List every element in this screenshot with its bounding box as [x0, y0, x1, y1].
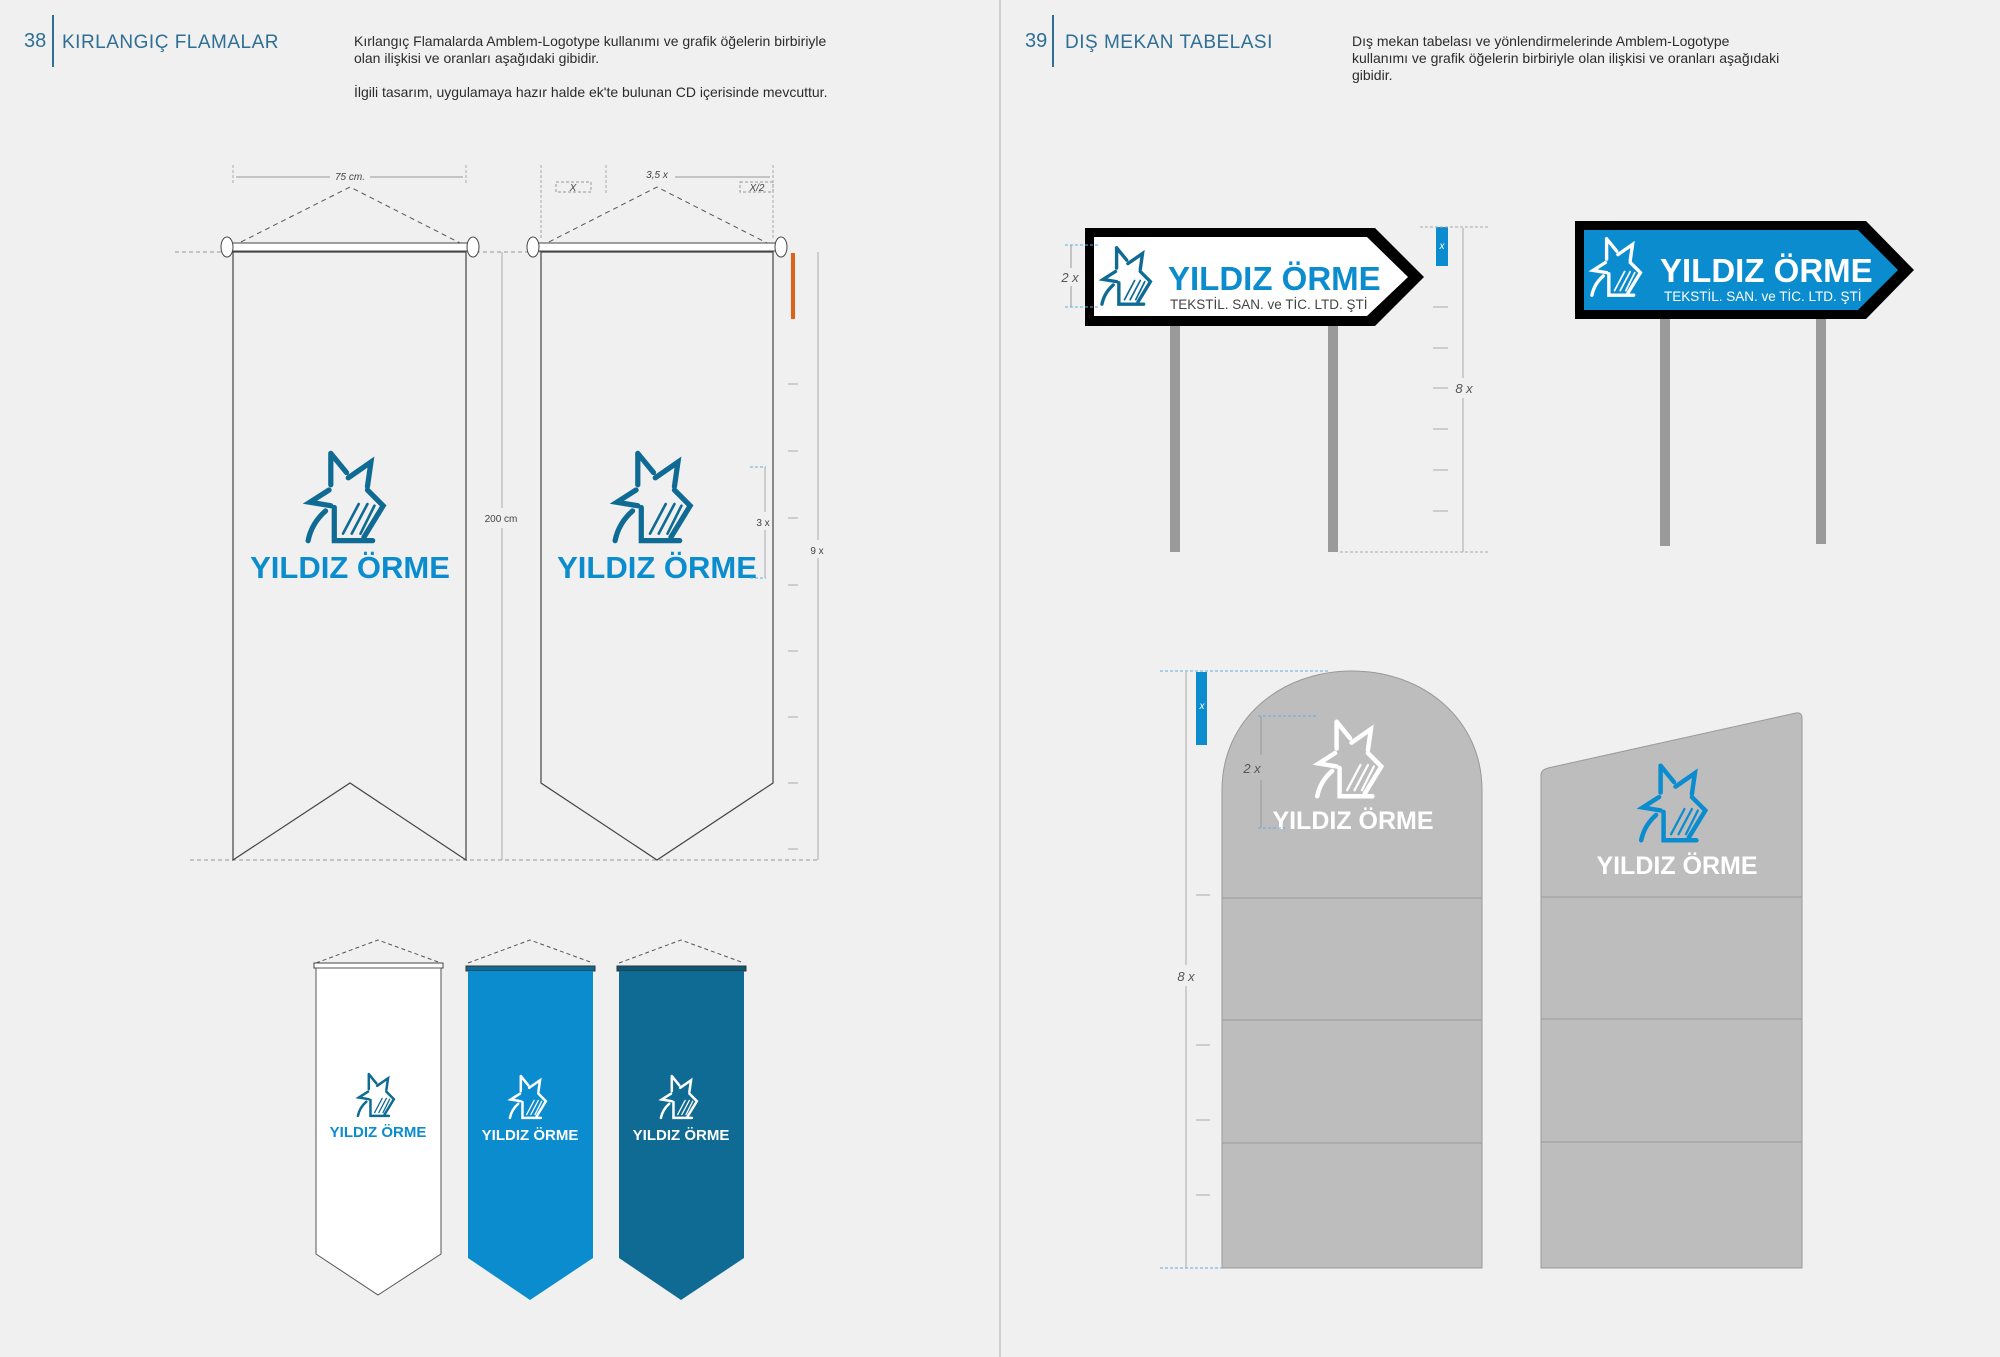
half-box-label: X/2 — [748, 183, 764, 194]
directional-sign-white: YILDIZ ÖRME TEKSTİL. SAN. ve TİC. LTD. Ş… — [1060, 226, 1490, 553]
page-title: DIŞ MEKAN TABELASI — [1065, 32, 1273, 53]
totem-arched: YILDIZ ÖRME 2 x x 8 x — [1160, 670, 1483, 1269]
scale-ticks — [788, 383, 798, 850]
page-number: 38 — [24, 30, 47, 52]
logotype: YILDIZ ÖRME — [330, 1124, 427, 1141]
logotype: YILDIZ ÖRME — [1660, 252, 1873, 289]
header-divider — [52, 15, 54, 67]
header-divider — [1052, 15, 1054, 67]
totem-slanted: YILDIZ ÖRME — [1540, 712, 1803, 1269]
banner-blue: YILDIZ ÖRME — [465, 939, 596, 1300]
swallowtail-banner-dimensioned: YILDIZ ÖRME 75 cm. 200 cm — [175, 165, 820, 862]
page-number: 39 — [1025, 30, 1048, 52]
x-unit-bar — [1436, 227, 1448, 266]
totem-height-dim: 8 x — [1177, 969, 1195, 984]
totem-logo-dim: 2 x — [1242, 761, 1261, 776]
page-title: KIRLANGIÇ FLAMALAR — [62, 32, 279, 53]
x-box-label: X — [569, 183, 577, 194]
x-unit-bar — [1196, 672, 1207, 745]
company-subtitle: TEKSTİL. SAN. ve TİC. LTD. ŞTİ — [1664, 289, 1862, 304]
sign-x-label: x — [1439, 241, 1446, 252]
logotype: YILDIZ ÖRME — [250, 550, 450, 585]
x-unit-bar — [791, 253, 795, 319]
logo-height-label: 3 x — [756, 518, 769, 529]
total-height-label: 9 x — [810, 546, 823, 557]
sign-logo-dim: 2 x — [1060, 270, 1079, 285]
description: Kırlangıç Flamalarda Amblem-Logotype kul… — [354, 33, 834, 118]
width-label: 75 cm. — [335, 172, 365, 183]
banner-dark-blue: YILDIZ ÖRME — [616, 939, 747, 1300]
directional-sign-blue: YILDIZ ÖRME TEKSTİL. SAN. ve TİC. LTD. Ş… — [1575, 221, 1914, 546]
height-label: 200 cm — [485, 514, 518, 525]
description-paragraph: İlgili tasarım, uygulamaya hazır halde e… — [354, 84, 828, 100]
logotype: YILDIZ ÖRME — [1168, 260, 1381, 297]
logotype: YILDIZ ÖRME — [633, 1127, 730, 1144]
description-paragraph: Dış mekan tabelası ve yönlendirmelerinde… — [1352, 33, 1780, 83]
company-subtitle: TEKSTİL. SAN. ve TİC. LTD. ŞTİ — [1170, 297, 1368, 312]
width-x-label: 3,5 x — [646, 170, 669, 181]
logotype: YILDIZ ÖRME — [482, 1127, 579, 1144]
totem-x-label: x — [1199, 701, 1206, 712]
logotype: YILDIZ ÖRME — [1272, 806, 1433, 835]
logotype: YILDIZ ÖRME — [557, 550, 757, 585]
description-paragraph: Kırlangıç Flamalarda Amblem-Logotype kul… — [354, 33, 827, 66]
logotype: YILDIZ ÖRME — [1596, 851, 1757, 880]
banner-white: YILDIZ ÖRME — [313, 939, 444, 1296]
sign-height-dim: 8 x — [1455, 381, 1473, 396]
description: Dış mekan tabelası ve yönlendirmelerinde… — [1352, 33, 1782, 101]
pointed-banner-dimensioned: YILDIZ ÖRME 3,5 x X X/2 3 x — [526, 165, 824, 861]
